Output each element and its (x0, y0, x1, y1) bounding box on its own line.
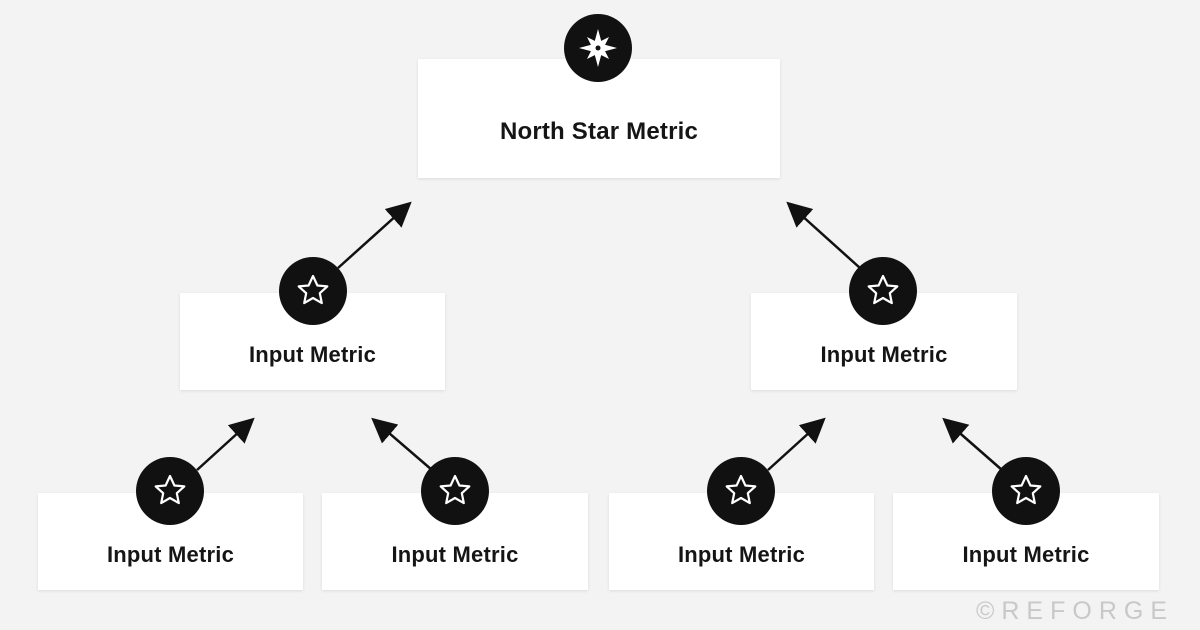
star-outline-icon (849, 257, 917, 325)
arrow-right-to-north-star (786, 201, 861, 269)
input-metric-label: Input Metric (962, 541, 1090, 567)
input-metric-label: Input Metric (106, 541, 235, 567)
north-star-metric-label: North Star Metric (499, 117, 699, 145)
arrow-l1-to-left-input (196, 417, 255, 471)
input-metric-label: Input Metric (391, 541, 519, 567)
star-outline-icon (992, 457, 1060, 525)
input-metric-label: Input Metric (677, 541, 806, 567)
arrow-left-to-north-star (337, 201, 412, 269)
star-outline-icon (707, 457, 775, 525)
reforge-watermark: ©REFORGE (975, 597, 1174, 625)
arrow-l2-to-left-input (371, 417, 433, 471)
north-star-metric-box: North Star Metric (418, 59, 780, 178)
arrow-l4-to-right-input (942, 417, 1003, 471)
input-metric-label: Input Metric (248, 341, 377, 367)
input-metric-label: Input Metric (820, 341, 948, 367)
star-outline-icon (421, 457, 489, 525)
star-outline-icon (136, 457, 204, 525)
arrow-l3-to-right-input (767, 417, 826, 471)
star-outline-icon (279, 257, 347, 325)
compass-rose-icon (564, 14, 632, 82)
